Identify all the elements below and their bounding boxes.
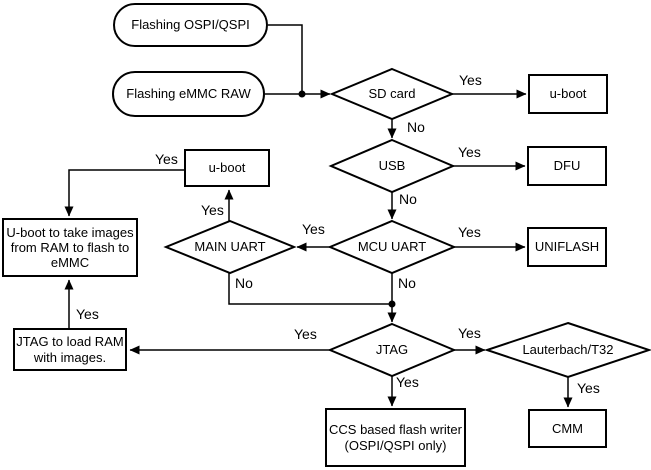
edge-label-jtag-yes-left: Yes: [294, 326, 317, 342]
edge-mainuart-no-to-junction: [228, 273, 392, 305]
decision-main-uart: MAIN UART: [194, 239, 266, 255]
node-flashing-ospi-qspi: Flashing OSPI/QSPI: [113, 3, 268, 47]
edge-label-usb-no: No: [399, 191, 417, 207]
mcu-uart-diamond-shape: [327, 219, 457, 275]
edge-label-jtagload-yes: Yes: [76, 306, 99, 322]
node-uboot-top: u-boot: [528, 74, 608, 114]
node-ccs-flash-writer: CCS based flash writer (OSPI/QSPI only): [325, 408, 466, 467]
edge-label-sd-no: No: [407, 119, 425, 135]
main-uart-diamond-shape: [163, 219, 297, 275]
decision-usb: USB: [378, 158, 406, 174]
junction-dot-top: [298, 90, 306, 98]
edge-label-jtag-yes-right: Yes: [458, 325, 481, 341]
node-flashing-emmc-raw: Flashing eMMC RAW: [112, 71, 265, 117]
edge-uboot-yes-to-ubootimages: [64, 169, 184, 217]
decision-jtag: JTAG: [375, 342, 409, 358]
edge-label-main-yes: Yes: [201, 202, 224, 218]
sd-card-diamond-shape: [329, 67, 455, 121]
jtag-diamond-shape: [327, 322, 457, 378]
node-uniflash: UNIFLASH: [527, 227, 607, 267]
node-dfu: DFU: [527, 146, 607, 186]
edge-label-mcu-yes-uniflash: Yes: [458, 224, 481, 240]
edge-label-usb-yes: Yes: [458, 144, 481, 160]
node-cmm: CMM: [528, 409, 607, 448]
edge-label-main-no: No: [235, 275, 253, 291]
node-uboot-take-images: U-boot to take images from RAM to flash …: [2, 218, 138, 277]
edge-label-mcu-no: No: [398, 275, 416, 291]
lauterbach-diamond-shape: [483, 321, 651, 379]
edge-label-uboot-yes: Yes: [155, 151, 178, 167]
junction-dot-no-merge: [388, 300, 396, 308]
usb-diamond-shape: [328, 138, 456, 194]
decision-mcu-uart: MCU UART: [357, 239, 427, 255]
edge-label-lauterbach-yes: Yes: [577, 380, 600, 396]
decision-lauterbach-t32: Lauterbach/T32: [522, 342, 614, 358]
node-uboot-mid: u-boot: [184, 149, 270, 187]
decision-sd-card: SD card: [368, 86, 416, 102]
edge-label-jtag-yes-down: Yes: [396, 374, 419, 390]
edge-label-sd-yes: Yes: [459, 72, 482, 88]
edge-label-mcu-yes-main: Yes: [302, 221, 325, 237]
node-jtag-load-ram: JTAG to load RAM with images.: [13, 328, 127, 371]
edge-ospi-to-junction: [268, 24, 303, 94]
